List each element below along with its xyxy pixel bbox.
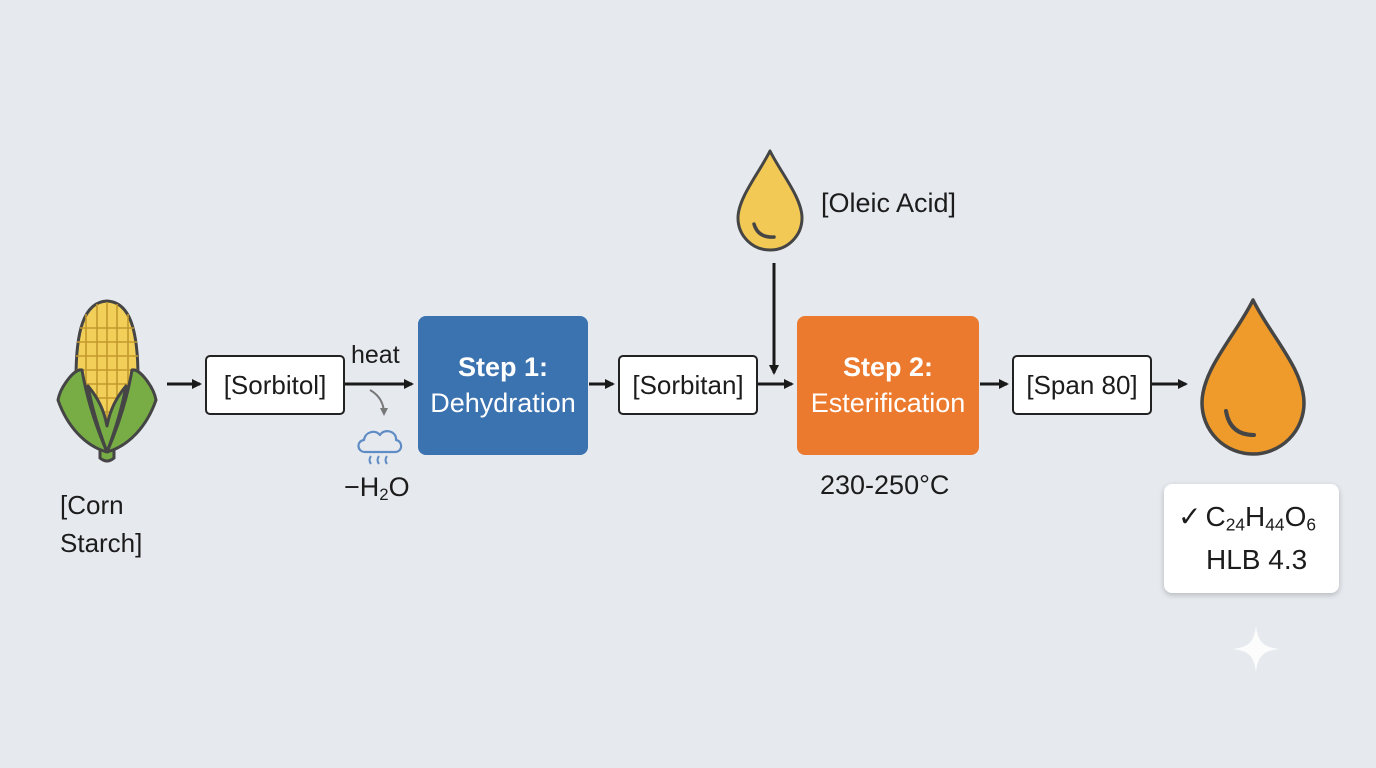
corn-starch-label-line2: Starch] — [60, 528, 143, 558]
formula-c-count: 24 — [1225, 514, 1246, 535]
temperature-label: 230-250°C — [820, 470, 950, 500]
span80-node: [Span 80] — [1012, 355, 1152, 415]
check-icon: ✓ — [1178, 501, 1202, 532]
corn-starch-label: [Corn Starch] — [60, 486, 142, 562]
step-1-name: Dehydration — [430, 387, 576, 418]
formula-h: H — [1245, 501, 1266, 532]
oleic-acid-drop-icon — [736, 149, 804, 252]
formula-o-count: 6 — [1306, 514, 1316, 535]
water-loss-suffix: O — [388, 472, 410, 502]
hlb-value: HLB 4.3 — [1206, 544, 1308, 575]
product-drop-icon — [1200, 298, 1306, 456]
formula-c: C — [1205, 501, 1226, 532]
heat-label: heat — [351, 341, 400, 369]
formula-o: O — [1284, 501, 1307, 532]
corn-cob-icon — [56, 299, 158, 463]
water-loss-prefix: −H — [344, 472, 380, 502]
step-2-esterification-box: Step 2: Esterification — [797, 316, 979, 455]
oleic-acid-label: [Oleic Acid] — [821, 188, 957, 218]
step-2-name: Esterification — [810, 387, 966, 418]
steam-cloud-icon — [357, 430, 403, 465]
formula-line: ✓C24H44O6 — [1178, 500, 1316, 533]
sparkle-icon — [1233, 626, 1279, 672]
step-2-title: Step 2: — [842, 351, 934, 382]
product-result-card: ✓C24H44O6 HLB 4.3 — [1164, 484, 1339, 593]
formula-h-count: 44 — [1265, 514, 1285, 535]
sorbitan-node: [Sorbitan] — [618, 355, 758, 415]
water-loss-arrow — [369, 389, 388, 416]
corn-starch-label-line1: [Corn — [60, 490, 124, 520]
step-1-dehydration-box: Step 1: Dehydration — [418, 316, 588, 455]
water-loss-label: −H2O — [344, 472, 410, 503]
sorbitol-node: [Sorbitol] — [205, 355, 345, 415]
step-1-title: Step 1: — [457, 351, 549, 382]
water-loss-subscript: 2 — [379, 485, 389, 505]
